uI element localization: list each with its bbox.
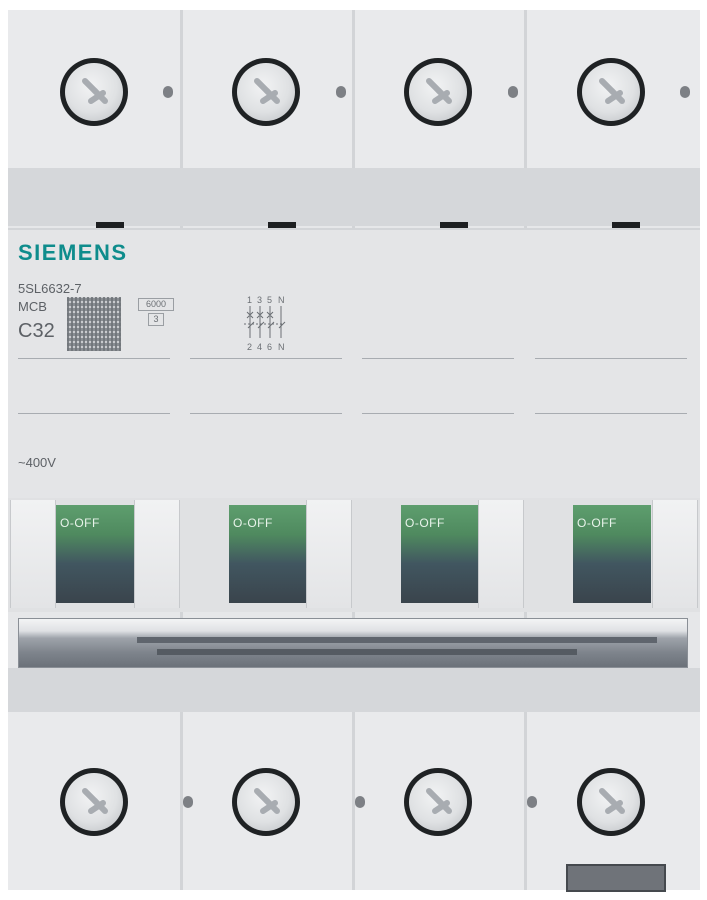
test-slot xyxy=(508,86,518,98)
terminal-label: 2 xyxy=(247,342,252,352)
test-slot xyxy=(336,86,346,98)
terminal-screw-icon[interactable] xyxy=(232,58,300,126)
handle-guard xyxy=(652,500,698,608)
article-number: 5SL6632-7 xyxy=(18,281,82,296)
terminal-label: 6 xyxy=(267,342,272,352)
tie-bar-groove xyxy=(157,649,577,655)
handle-guard xyxy=(10,500,56,608)
breaking-capacity-box: 6000 xyxy=(138,298,174,311)
handle-state-label: O-OFF xyxy=(577,516,617,530)
label-line xyxy=(535,413,687,414)
label-line xyxy=(190,413,342,414)
terminal-label: 3 xyxy=(257,295,262,305)
label-line xyxy=(18,413,170,414)
handle-state-label: O-OFF xyxy=(233,516,273,530)
handle-state-label: O-OFF xyxy=(60,516,100,530)
handle-guard xyxy=(306,500,352,608)
off-indicator-window xyxy=(401,505,479,603)
top-ledge xyxy=(8,168,700,226)
terminal-screw-icon[interactable] xyxy=(404,58,472,126)
terminal-screw-icon[interactable] xyxy=(577,58,645,126)
switching-handle-tie-bar[interactable] xyxy=(18,618,688,668)
tie-bar-groove xyxy=(137,637,657,643)
front-label-panel xyxy=(8,228,700,500)
terminal-opening xyxy=(268,222,296,228)
terminal-opening xyxy=(440,222,468,228)
terminal-screw-icon[interactable] xyxy=(232,768,300,836)
data-matrix-code xyxy=(67,297,121,351)
terminal-screw-icon[interactable] xyxy=(60,768,128,836)
terminal-opening xyxy=(96,222,124,228)
circuit-diagram: 1 3 5 N 2 4 6 N xyxy=(240,294,296,359)
off-indicator-window xyxy=(229,505,307,603)
off-indicator-window xyxy=(573,505,651,603)
characteristic-rating: C32 xyxy=(18,320,55,342)
terminal-screw-icon[interactable] xyxy=(404,768,472,836)
terminal-label: N xyxy=(278,342,285,352)
test-slot xyxy=(680,86,690,98)
test-slot xyxy=(183,796,193,808)
label-line xyxy=(535,358,687,359)
terminal-label: N xyxy=(278,295,285,305)
label-line xyxy=(18,358,170,359)
terminal-opening xyxy=(612,222,640,228)
din-rail-clip[interactable] xyxy=(566,864,666,892)
bottom-ledge xyxy=(8,668,700,712)
terminal-screw-icon[interactable] xyxy=(577,768,645,836)
device-type: MCB xyxy=(18,299,47,314)
handle-state-label: O-OFF xyxy=(405,516,445,530)
terminal-label: 1 xyxy=(247,295,252,305)
label-line xyxy=(362,358,514,359)
terminal-screw-icon[interactable] xyxy=(60,58,128,126)
label-line xyxy=(190,358,342,359)
off-indicator-window xyxy=(56,505,134,603)
label-line xyxy=(362,413,514,414)
test-slot xyxy=(355,796,365,808)
handle-guard xyxy=(134,500,180,608)
energy-class-box: 3 xyxy=(148,313,164,326)
handle-guard xyxy=(478,500,524,608)
terminal-label: 4 xyxy=(257,342,262,352)
test-slot xyxy=(163,86,173,98)
test-slot xyxy=(527,796,537,808)
voltage-rating: ~400V xyxy=(18,455,56,470)
terminal-label: 5 xyxy=(267,295,272,305)
brand-logo: SIEMENS xyxy=(18,240,128,265)
